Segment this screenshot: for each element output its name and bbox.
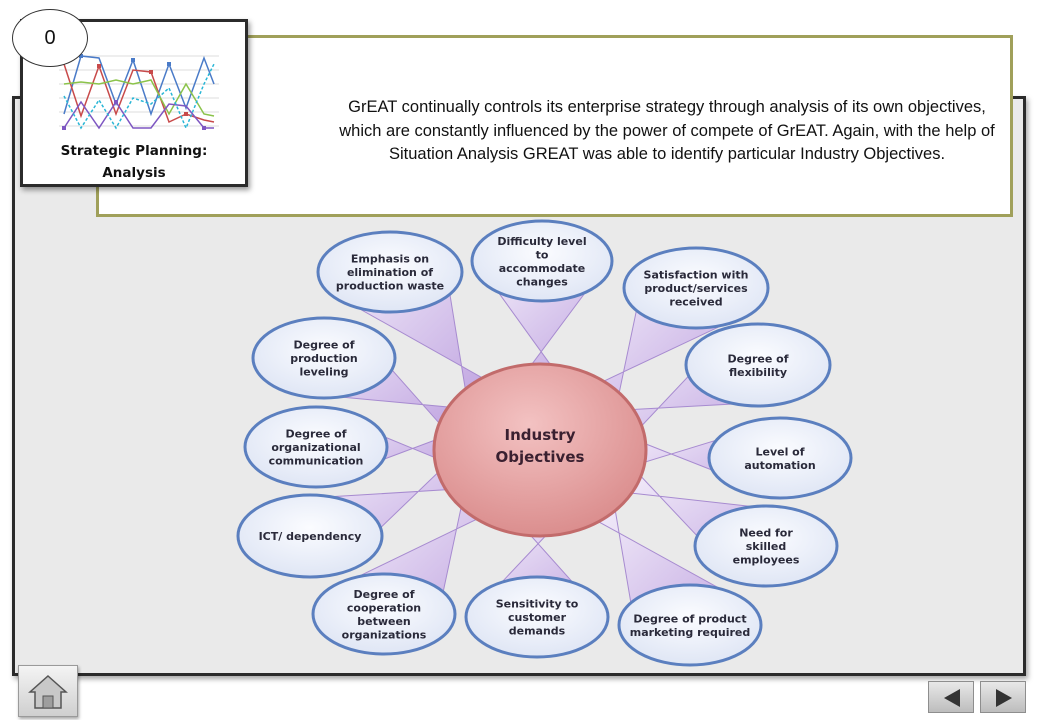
objective-bubble-label: Sensitivity to xyxy=(496,598,579,611)
objective-bubble-label: Emphasis on xyxy=(351,253,429,266)
triangle-left-icon xyxy=(944,689,960,707)
objective-bubble-label: product/services xyxy=(644,282,748,295)
objective-bubble-label: ICT/ dependency xyxy=(259,530,362,543)
next-slide-button[interactable] xyxy=(980,681,1026,713)
objective-bubble-shape xyxy=(684,322,832,408)
center-label-line1: Industry xyxy=(505,426,576,444)
objective-bubble-label: organizations xyxy=(342,628,427,641)
objective-bubble-label: Satisfaction with xyxy=(644,269,749,282)
objective-bubble-label: received xyxy=(669,296,722,309)
center-node: Industry Objectives xyxy=(432,362,648,538)
objective-bubble-label: Degree of xyxy=(286,428,347,441)
objective-bubble-label: skilled xyxy=(746,540,787,553)
line-chart-thumbnail-icon xyxy=(59,44,219,136)
objective-bubble-shape xyxy=(311,572,457,656)
objective-bubble-label: production xyxy=(290,352,358,365)
objective-bubble-shape xyxy=(707,416,853,500)
objective-bubble-label: accommodate xyxy=(499,262,586,275)
center-label-line2: Objectives xyxy=(496,448,585,466)
thumbnail-title-line1: Strategic Planning: xyxy=(60,143,208,159)
objective-bubble-label: demands xyxy=(509,625,566,638)
objective-bubble-label: Need for xyxy=(739,527,793,540)
objective-bubble-label: Degree of xyxy=(728,352,789,365)
objective-bubble-label: Degree of xyxy=(354,588,415,601)
triangle-right-icon xyxy=(996,689,1012,707)
objective-bubble: Satisfaction withproduct/servicesreceive… xyxy=(622,246,770,330)
objective-bubble-label: to xyxy=(536,248,549,261)
previous-slide-button[interactable] xyxy=(928,681,974,713)
objective-bubble-label: customer xyxy=(508,611,567,624)
objective-bubble-label: flexibility xyxy=(729,366,787,379)
objective-bubble-shape xyxy=(316,230,464,314)
objective-bubbles: Difficulty leveltoaccommodatechangesSati… xyxy=(236,219,853,667)
objective-bubble-label: automation xyxy=(744,459,815,472)
objective-bubble-label: leveling xyxy=(299,366,348,379)
objective-bubble-label: Level of xyxy=(755,445,804,458)
objective-bubble-shape xyxy=(251,316,397,400)
objective-bubble-shape xyxy=(464,575,610,659)
objective-bubble-shape xyxy=(693,504,839,588)
objective-bubble-label: between xyxy=(357,615,411,628)
objective-bubble-label: organizational xyxy=(271,441,360,454)
objective-bubble-label: employees xyxy=(733,554,800,567)
objective-bubble-label: cooperation xyxy=(347,601,421,614)
thumbnail-title: Strategic Planning: Analysis xyxy=(23,140,245,184)
objective-bubble-label: marketing required xyxy=(630,626,750,639)
objective-bubble-label: Degree of xyxy=(294,339,355,352)
objective-bubble-shape xyxy=(617,583,763,667)
objective-bubble-shape xyxy=(622,246,770,330)
objective-bubble-label: Difficulty level xyxy=(497,235,586,248)
objective-bubble-shape xyxy=(470,219,614,303)
thumbnail-title-line2: Analysis xyxy=(102,165,166,181)
home-icon xyxy=(28,674,68,709)
objective-bubble-label: changes xyxy=(516,275,568,288)
intro-text-box: GrEAT continually controls its enterpris… xyxy=(96,35,1013,217)
objective-bubble-label: Degree of product xyxy=(633,612,746,625)
home-button[interactable] xyxy=(18,665,78,717)
objective-bubble-label: elimination of xyxy=(347,266,433,279)
objective-bubble-shape xyxy=(243,405,389,489)
slide-number-badge: 0 xyxy=(12,9,88,67)
intro-text: GrEAT continually controls its enterpris… xyxy=(339,98,995,163)
objective-bubble: ICT/ dependency xyxy=(236,493,384,579)
objective-bubble-label: production waste xyxy=(336,280,444,293)
objective-bubble-shape xyxy=(236,493,384,579)
objective-bubble-label: communication xyxy=(269,455,364,468)
